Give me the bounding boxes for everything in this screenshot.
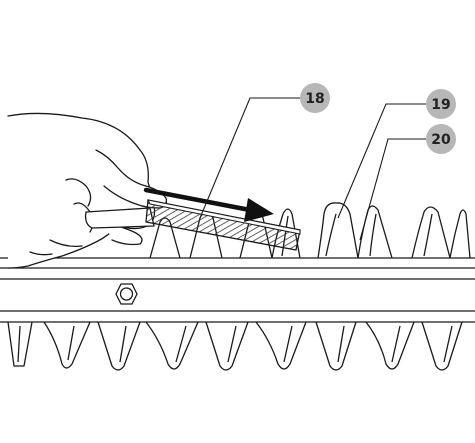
hand-crease <box>49 239 83 248</box>
lower-tooth <box>421 321 463 371</box>
callout-18: 18 <box>199 83 330 219</box>
lower-tooth <box>97 321 141 371</box>
upper-tooth <box>357 205 393 259</box>
bevel-line <box>119 325 127 363</box>
hand-thumb <box>95 149 168 209</box>
lower-tooth <box>315 321 357 371</box>
lower-tooth <box>145 321 199 370</box>
callout-18-label: 18 <box>305 91 324 107</box>
bevel-line <box>369 213 377 257</box>
upper-tooth <box>411 206 451 259</box>
hex-nut-icon <box>115 283 138 305</box>
lower-tooth <box>7 321 33 367</box>
upper-tooth-19 <box>317 202 359 259</box>
lower-tooth <box>43 321 91 369</box>
lower-blade-teeth <box>7 321 463 371</box>
lower-tooth <box>255 321 307 370</box>
bevel-line <box>175 325 187 363</box>
callout-20-badge <box>426 124 456 154</box>
hand-icon <box>7 112 168 269</box>
callout-20-label: 20 <box>431 132 451 148</box>
file-tang <box>84 207 155 229</box>
hand-crease <box>29 251 53 256</box>
callout-18-badge <box>300 83 330 113</box>
upper-tooth <box>449 209 471 259</box>
callout-20: 20 <box>359 124 456 241</box>
bevel-line <box>391 325 401 363</box>
callout-19-label: 19 <box>431 97 450 113</box>
lower-tooth <box>205 321 249 371</box>
bevel-line <box>283 325 293 363</box>
callout-19: 19 <box>337 89 456 219</box>
bevel-line <box>325 213 337 257</box>
blade-bars <box>0 257 475 323</box>
bevel-line <box>423 213 433 257</box>
direction-arrow-icon <box>143 187 274 222</box>
lower-tooth <box>365 321 415 370</box>
bevel-line <box>443 325 453 363</box>
bevel-line <box>337 325 345 363</box>
bevel-line <box>17 325 21 363</box>
callout-19-badge <box>426 89 456 119</box>
hand-finger <box>65 178 92 207</box>
bevel-line <box>227 325 237 363</box>
bevel-line <box>67 325 75 361</box>
